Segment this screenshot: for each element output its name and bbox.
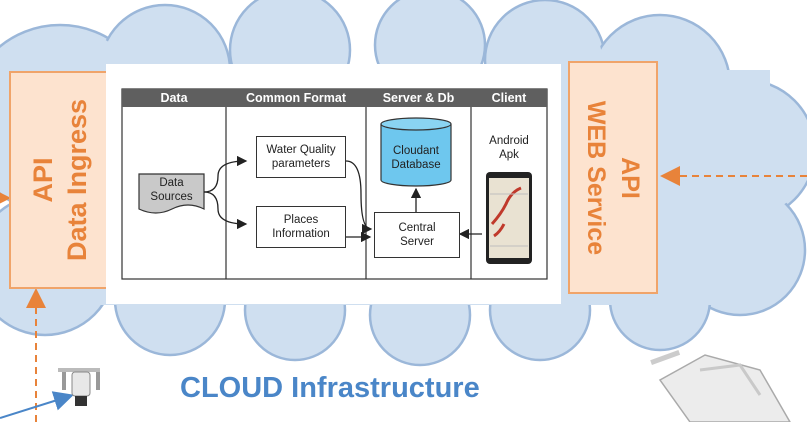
data-ingress-label: API Data Ingress [27,98,92,262]
cloudant-database-node: Cloudant Database [391,145,441,171]
database-cylinder [380,117,452,187]
phone-map-icon [486,172,532,264]
web-service-label: API WEB Service [582,100,644,255]
drone-icon-right [650,349,791,422]
drone-icon [58,368,100,406]
column-header-common-format: Common Format [226,89,366,107]
water-quality-node: Water Quality parameters [256,136,346,178]
cloud-infrastructure-title: CLOUD Infrastructure [180,372,480,404]
drone-arrow [0,391,74,419]
places-information-node: Places Information [256,206,346,248]
android-apk-label: Android Apk [489,135,529,161]
column-header-server-db: Server & Db [366,89,471,107]
central-server-node: Central Server [374,212,460,258]
data-sources-node: Data Sources [150,177,193,203]
web-service-api-panel: API WEB Service [568,61,658,294]
column-header-client: Client [471,89,547,107]
architecture-lines [121,88,548,280]
data-sources-shape [138,173,205,214]
data-ingress-api-panel: API Data Ingress [9,71,110,289]
architecture-diagram: Data Common Format Server & Db Client Da… [106,64,561,304]
column-header-data: Data [122,89,226,107]
